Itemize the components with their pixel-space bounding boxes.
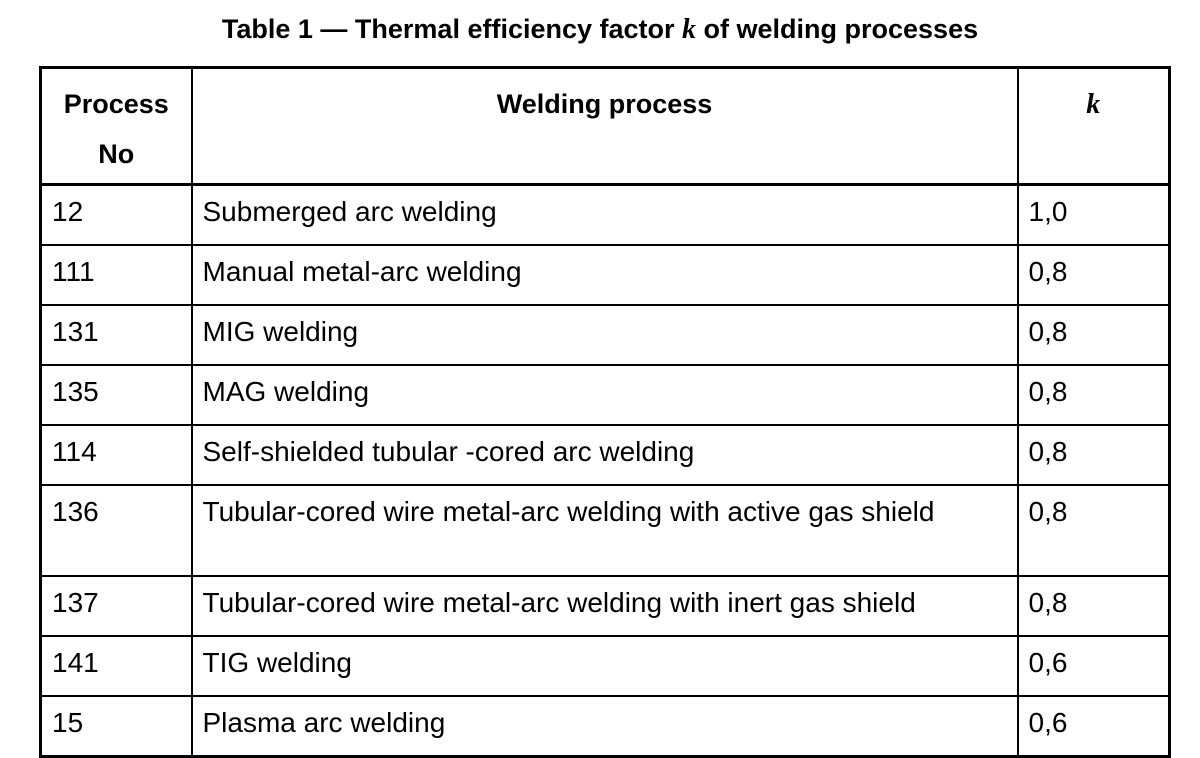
cell-k: 0,8 [1016, 484, 1171, 577]
cell-process-no: 135 [39, 364, 193, 426]
header-process-no: Process No [39, 66, 193, 186]
table-title-symbol: k [682, 14, 697, 45]
table-row: 136 Tubular-cored wire metal-arc welding… [39, 484, 1171, 577]
cell-k: 0,8 [1016, 364, 1171, 426]
table-title: Table 1 — Thermal efficiency factor k of… [0, 12, 1200, 47]
cell-k: 0,8 [1016, 244, 1171, 306]
efficiency-table: Process No Welding process k 12 Submerge… [39, 66, 1171, 758]
table-row: 15 Plasma arc welding 0,6 [39, 695, 1171, 758]
table-row: 114 Self-shielded tubular -cored arc wel… [39, 424, 1171, 486]
cell-welding-process: MAG welding [190, 364, 1019, 426]
table-row: 141 TIG welding 0,6 [39, 635, 1171, 697]
header-welding-process: Welding process [190, 66, 1019, 186]
table-row: 135 MAG welding 0,8 [39, 364, 1171, 426]
cell-welding-process: Plasma arc welding [190, 695, 1019, 758]
cell-welding-process: Submerged arc welding [190, 183, 1019, 246]
cell-process-no: 131 [39, 304, 193, 366]
table-title-suffix: of welding processes [696, 14, 979, 44]
cell-process-no: 136 [39, 484, 193, 577]
cell-process-no: 114 [39, 424, 193, 486]
cell-k: 0,6 [1016, 635, 1171, 697]
cell-welding-process: MIG welding [190, 304, 1019, 366]
table-title-prefix: Table 1 — Thermal efficiency factor [221, 14, 683, 44]
header-process-no-line1: Process [63, 89, 169, 119]
header-process-no-line2: No [98, 139, 135, 169]
cell-welding-process: Tubular-cored wire metal-arc welding wit… [190, 484, 1019, 577]
table-row: 137 Tubular-cored wire metal-arc welding… [39, 575, 1171, 637]
cell-welding-process: Manual metal-arc welding [190, 244, 1019, 306]
cell-welding-process: Tubular-cored wire metal-arc welding wit… [190, 575, 1019, 637]
table-row: 111 Manual metal-arc welding 0,8 [39, 244, 1171, 306]
header-row: Process No Welding process k [39, 66, 1171, 186]
cell-process-no: 141 [39, 635, 193, 697]
cell-process-no: 15 [39, 695, 193, 758]
cell-process-no: 111 [39, 244, 193, 306]
table-row: 131 MIG welding 0,8 [39, 304, 1171, 366]
header-k: k [1016, 66, 1171, 186]
cell-process-no: 12 [39, 183, 193, 246]
cell-k: 0,6 [1016, 695, 1171, 758]
cell-k: 0,8 [1016, 575, 1171, 637]
cell-welding-process: TIG welding [190, 635, 1019, 697]
table-row: 12 Submerged arc welding 1,0 [39, 183, 1171, 246]
cell-k: 0,8 [1016, 304, 1171, 366]
cell-k: 0,8 [1016, 424, 1171, 486]
cell-process-no: 137 [39, 575, 193, 637]
cell-welding-process: Self-shielded tubular -cored arc welding [190, 424, 1019, 486]
cell-k: 1,0 [1016, 183, 1171, 246]
header-k-symbol: k [1086, 89, 1101, 120]
